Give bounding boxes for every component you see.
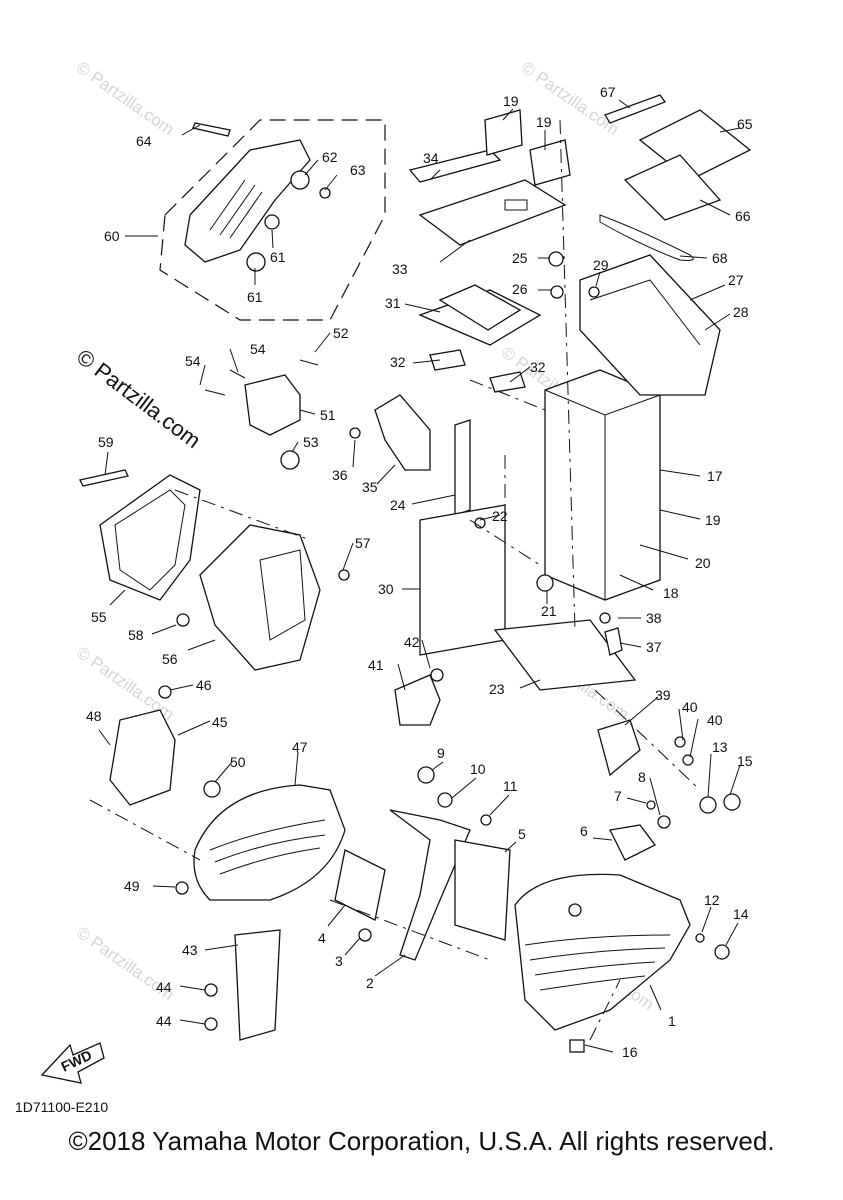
callout-56: 56	[162, 651, 178, 667]
callout-22: 22	[492, 508, 508, 524]
callout-32b: 32	[530, 359, 546, 375]
cover-assembly-60	[159, 119, 386, 321]
callout-24: 24	[390, 497, 406, 513]
callout-27: 27	[728, 272, 744, 288]
callout-18: 18	[663, 585, 679, 601]
callout-13: 13	[712, 739, 728, 755]
cover-bracket-2	[334, 809, 511, 961]
copyright-notice: ©2018 Yamaha Motor Corporation, U.S.A. A…	[68, 1126, 775, 1156]
guide-lines	[89, 119, 701, 1041]
leader-lines	[98, 99, 741, 1053]
bracket-35	[349, 394, 431, 471]
callout-12: 12	[704, 892, 720, 908]
callout-32a: 32	[390, 354, 406, 370]
callout-8: 8	[638, 769, 646, 785]
bracket-43	[204, 929, 281, 1041]
callout-68: 68	[712, 250, 728, 266]
callout-63: 63	[350, 162, 366, 178]
callout-29: 29	[593, 257, 609, 273]
bracket-51	[204, 359, 319, 470]
callout-40a: 40	[682, 699, 698, 715]
callout-45: 45	[212, 714, 228, 730]
callout-10: 10	[470, 761, 486, 777]
callout-44a: 44	[156, 979, 172, 995]
callout-37: 37	[646, 639, 662, 655]
callout-31: 31	[385, 295, 401, 311]
callout-33: 33	[392, 261, 408, 277]
callout-39: 39	[655, 687, 671, 703]
callout-2: 2	[366, 975, 374, 991]
fwd-arrow-icon: FWD	[40, 1042, 105, 1084]
callout-62: 62	[322, 149, 338, 165]
callout-51: 51	[320, 407, 336, 423]
callout-43: 43	[182, 942, 198, 958]
callout-61a: 61	[270, 249, 286, 265]
callout-3: 3	[335, 953, 343, 969]
callout-61b: 61	[247, 289, 263, 305]
callout-11: 11	[503, 778, 518, 794]
side-cover-47	[193, 784, 346, 901]
callout-60: 60	[104, 228, 120, 244]
watermark: © Partzilla.com	[73, 58, 178, 139]
callout-15: 15	[737, 753, 753, 769]
callout-46: 46	[196, 677, 212, 693]
callout-42: 42	[404, 634, 420, 650]
tool-pouch-group	[484, 94, 752, 261]
lock-parts	[609, 793, 741, 960]
callout-48: 48	[86, 708, 102, 724]
bracket-41	[394, 668, 444, 726]
callout-53: 53	[303, 434, 319, 450]
callout-7: 7	[614, 788, 622, 804]
callout-49: 49	[124, 878, 140, 894]
side-cover-1	[514, 873, 691, 1053]
callout-38: 38	[646, 610, 662, 626]
side-covers-left	[79, 469, 321, 671]
callout-20: 20	[695, 555, 711, 571]
callouts: 1 2 3 4 5 6 7 8 9 10 11 12 13 14 15 16 1…	[86, 84, 753, 1060]
callout-47: 47	[292, 739, 308, 755]
drawing-code: 1D71100-E210	[15, 1099, 108, 1115]
callout-30: 30	[378, 581, 394, 597]
callout-14: 14	[733, 906, 749, 922]
callout-44b: 44	[156, 1013, 172, 1029]
callout-1: 1	[668, 1013, 676, 1029]
callout-19c: 19	[705, 512, 721, 528]
small-fasteners	[175, 251, 623, 895]
callout-17: 17	[707, 468, 723, 484]
battery-case	[419, 254, 721, 691]
callout-4: 4	[318, 930, 326, 946]
bracket-39	[597, 719, 694, 777]
callout-54b: 54	[185, 353, 201, 369]
callout-23: 23	[489, 681, 505, 697]
callout-66: 66	[735, 208, 751, 224]
callout-26: 26	[512, 281, 528, 297]
callout-40b: 40	[707, 712, 723, 728]
bracket-45	[109, 685, 221, 806]
callout-28: 28	[733, 304, 749, 320]
callout-67: 67	[600, 84, 616, 100]
callout-55: 55	[91, 609, 107, 625]
callout-50: 50	[230, 754, 246, 770]
callout-41: 41	[368, 657, 384, 673]
callout-52: 52	[333, 325, 349, 341]
callout-19b: 19	[536, 114, 552, 130]
callout-54a: 54	[250, 341, 266, 357]
callout-16: 16	[622, 1044, 638, 1060]
callout-9: 9	[437, 745, 445, 761]
callout-5: 5	[518, 826, 526, 842]
callout-64: 64	[136, 133, 152, 149]
callout-6: 6	[580, 823, 588, 839]
callout-25: 25	[512, 250, 528, 266]
callout-36: 36	[332, 467, 348, 483]
battery-cover-group	[408, 149, 567, 393]
callout-58: 58	[128, 627, 144, 643]
callout-59: 59	[98, 434, 114, 450]
callout-34: 34	[423, 150, 439, 166]
callout-57: 57	[355, 535, 371, 551]
callout-21: 21	[541, 603, 557, 619]
callout-65: 65	[737, 116, 753, 132]
callout-19a: 19	[503, 93, 519, 109]
callout-35: 35	[362, 479, 378, 495]
